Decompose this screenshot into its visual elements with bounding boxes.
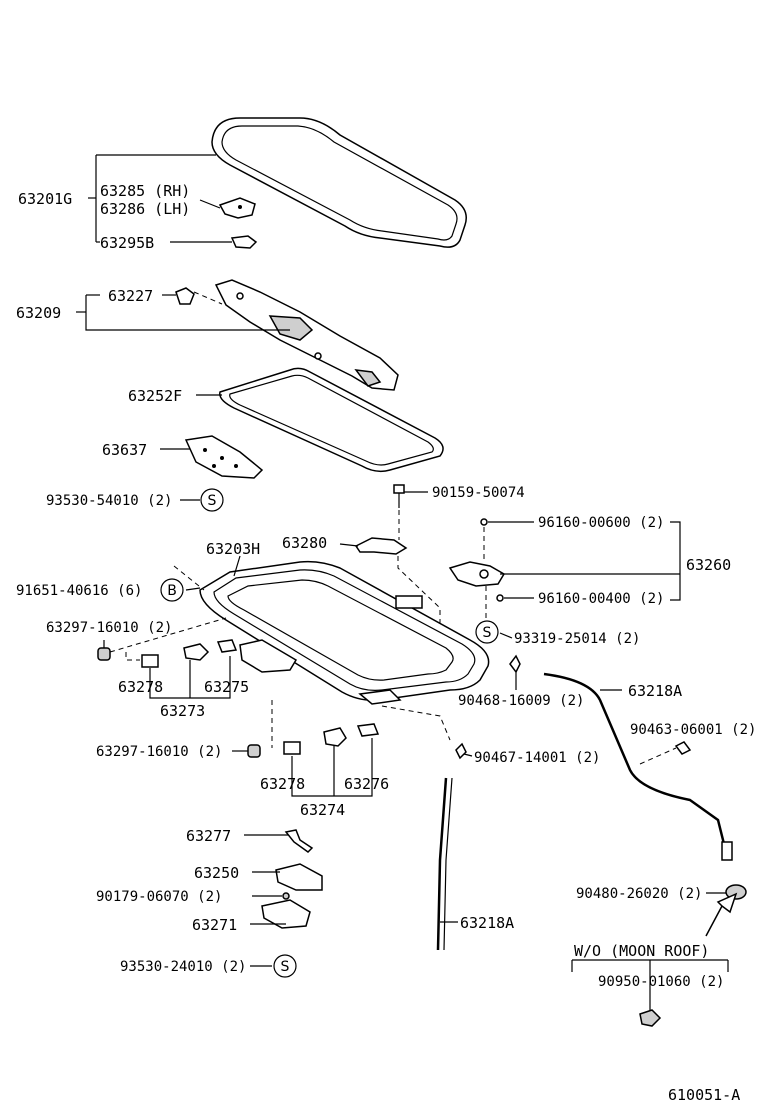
marker-b-text: B [167,583,177,599]
glass-seal-frame [211,117,467,248]
label-90467-14001: 90467-14001 (2) [474,750,600,766]
label-63273: 63273 [160,702,205,720]
label-63276: 63276 [344,775,389,793]
marker-s-text-2: S [483,625,492,641]
label-91651-40616: 91651-40616 (6) [16,583,142,599]
label-63227: 63227 [108,287,153,305]
plug-90950 [639,1009,662,1027]
bracket-63271 [261,899,311,929]
label-63297-16010-b: 63297-16010 (2) [96,744,222,760]
marker-s-icon-3 [273,954,297,978]
slider-63278-b [283,741,301,755]
label-90159-50074: 90159-50074 [432,485,525,501]
label-63218A-b: 63218A [460,914,514,932]
label-90468-16009: 90468-16009 (2) [458,693,584,709]
label-63277: 63277 [186,827,231,845]
label-93530-54010: 93530-54010 (2) [46,493,172,509]
label-96160-00400: 96160-00400 (2) [538,591,664,607]
label-96160-00600: 96160-00600 (2) [538,515,664,531]
label-63203H: 63203H [206,540,260,558]
clip-63227 [175,287,195,305]
slider-63278-a [141,654,159,668]
label-63250: 63250 [194,864,239,882]
label-90463-06001: 90463-06001 (2) [630,722,756,738]
label-63286: 63286 (LH) [100,200,190,218]
label-63218A-a: 63218A [628,682,682,700]
marker-s-icon [200,488,224,512]
cable-63277 [284,829,314,853]
bracket-63285 [218,197,256,219]
housing-63203H [199,560,490,705]
deflector-63209 [214,279,399,391]
label-63297-16010-a: 63297-16010 (2) [46,620,172,636]
figure-code: 610051-A [668,1086,740,1104]
label-63285: 63285 (RH) [100,182,190,200]
slide-63276-a [323,727,347,747]
drain-hose-63218A-a [543,672,733,861]
label-63252F: 63252F [128,387,182,405]
clip-63295B [230,235,258,249]
marker-s-text-3: S [281,959,290,975]
clip-90467 [455,742,467,760]
label-63209: 63209 [16,304,61,322]
bracket-63250 [275,863,323,891]
clip-90468 [509,654,521,674]
label-63274: 63274 [300,801,345,819]
label-63271: 63271 [192,916,237,934]
label-63637: 63637 [102,441,147,459]
label-63278-a: 63278 [118,678,163,696]
label-93530-24010: 93530-24010 (2) [120,959,246,975]
bracket-63280 [354,537,408,555]
label-wo-moon-roof: W/O (MOON ROOF) [574,942,709,960]
leader-lines [76,154,729,1010]
label-90480-26020: 90480-26020 (2) [576,886,702,902]
label-90950-01060: 90950-01060 (2) [598,974,724,990]
bolt-90159 [393,484,405,508]
arrow-icon [705,892,738,937]
label-63260: 63260 [686,556,731,574]
screw-63297-a [97,647,111,661]
seal-63252F [219,367,444,473]
drain-hose-63218A-b [436,777,448,951]
marker-b-icon [160,578,184,602]
guide-63276 [356,723,380,737]
label-63280: 63280 [282,534,327,552]
label-63295B: 63295B [100,234,154,252]
slide-63275 [183,643,210,661]
drive-63260 [448,518,506,602]
marker-s-text: S [208,493,217,509]
label-90179-06070: 90179-06070 (2) [96,889,222,905]
marker-s-icon-2 [475,620,499,644]
plate-63637 [184,435,264,479]
screw-63297-b [247,744,261,758]
label-63278-b: 63278 [260,775,305,793]
label-63201G: 63201G [18,190,72,208]
label-93319-25014: 93319-25014 (2) [514,631,640,647]
label-63275: 63275 [204,678,249,696]
guide-63275 [216,639,238,653]
clip-90463 [674,741,692,755]
